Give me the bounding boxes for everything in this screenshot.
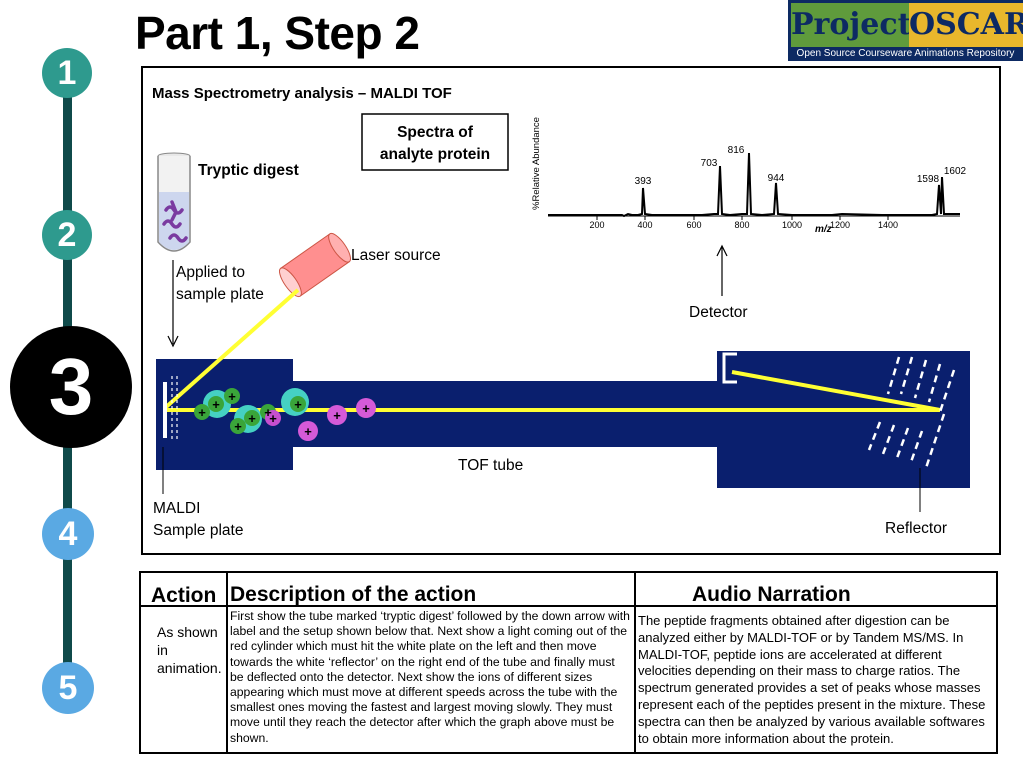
svg-text:+: +: [269, 411, 277, 426]
spectrum-tick: 600: [686, 220, 701, 230]
ion: [230, 418, 246, 434]
description-header: Description of the action: [228, 573, 636, 607]
tryptic-digest-label: Tryptic digest: [198, 162, 299, 179]
audio-header: Audio Narration: [636, 573, 996, 607]
svg-text:+: +: [362, 401, 370, 416]
mass-spectrum: %Relative Abundance 200 400 600 800 1000…: [531, 117, 967, 235]
page-title: Part 1, Step 2: [135, 7, 420, 59]
spectrum-tick: 800: [734, 220, 749, 230]
svg-text:+: +: [333, 408, 341, 423]
spectrum-tick: 400: [637, 220, 652, 230]
detector-arrow-icon: [716, 244, 728, 296]
spectrum-y-label: %Relative Abundance: [531, 117, 542, 210]
svg-text:+: +: [198, 405, 206, 420]
ion-charges: + + + + + + + + + + +: [198, 389, 370, 439]
spectrum-x-label: m/z: [815, 224, 832, 235]
spectra-box: [361, 113, 509, 171]
maldi-label-line2: Sample plate: [153, 522, 243, 539]
peak-label: 703: [701, 158, 718, 169]
laser-source-icon: [279, 232, 351, 298]
test-tube-icon: [157, 152, 191, 252]
laser-beam: [163, 288, 300, 410]
spectra-box-line1: Spectra of: [397, 124, 474, 141]
ion: [224, 388, 240, 404]
peak-label: 944: [768, 173, 785, 184]
ion: [356, 398, 376, 418]
applied-label-line1: Applied to: [176, 264, 245, 281]
ion: [194, 404, 210, 420]
step-1-badge[interactable]: 1: [42, 48, 92, 98]
ions: [194, 388, 376, 441]
action-cell: As shown in animation.: [141, 607, 228, 752]
maldi-diagram: Mass Spectrometry analysis – MALDI TOF S…: [152, 85, 970, 539]
spectrum-tick: 1000: [782, 220, 802, 230]
maldi-diagram-panel: Mass Spectrometry analysis – MALDI TOF S…: [141, 66, 1001, 555]
laser-source-label: Laser source: [351, 247, 441, 264]
ion: [208, 396, 224, 412]
peak-label: 1602: [944, 166, 967, 177]
ion: [327, 405, 347, 425]
svg-text:+: +: [234, 419, 242, 434]
diagram-heading: Mass Spectrometry analysis – MALDI TOF: [152, 85, 452, 102]
step-5-badge[interactable]: 5: [42, 662, 94, 714]
action-header: Action: [141, 573, 228, 607]
svg-text:+: +: [264, 405, 272, 420]
spectra-box-line2: analyte protein: [380, 146, 490, 163]
ion: [298, 421, 318, 441]
svg-text:+: +: [304, 424, 312, 439]
tof-tube-label: TOF tube: [458, 457, 523, 474]
svg-text:+: +: [228, 389, 236, 404]
reflected-beam: [731, 370, 941, 412]
reflector-label: Reflector: [885, 520, 947, 537]
svg-text:+: +: [212, 397, 220, 412]
ion: [244, 410, 260, 426]
spectrum-tick: 1200: [830, 220, 850, 230]
detector-label: Detector: [689, 304, 748, 321]
logo-tagline: Open Source Courseware Animations Reposi…: [796, 48, 1015, 59]
applied-label-line2: sample plate: [176, 286, 264, 303]
svg-text:+: +: [294, 397, 302, 412]
spectrum-tick: 200: [589, 220, 604, 230]
logo-word-oscar: OSCAR: [909, 3, 1023, 47]
maldi-label-line1: MALDI: [153, 500, 200, 517]
detector-bracket: [722, 352, 737, 384]
svg-text:+: +: [248, 411, 256, 426]
maldi-sample-plate: [163, 382, 167, 438]
description-cell: First show the tube marked ‘tryptic dige…: [228, 607, 636, 752]
logo-word-project: Project: [791, 3, 911, 47]
peak-label: 1598: [917, 174, 940, 185]
project-oscar-logo: Project OSCAR Open Source Courseware Ani…: [788, 0, 1023, 61]
storyboard-table: Action Description of the action Audio N…: [139, 571, 998, 754]
audio-narration-cell: The peptide fragments obtained after dig…: [638, 613, 986, 746]
step-2-badge[interactable]: 2: [42, 210, 92, 260]
peak-label: 393: [635, 176, 652, 187]
ion: [265, 410, 281, 426]
step-4-badge[interactable]: 4: [42, 508, 94, 560]
step-3-badge-current[interactable]: 3: [10, 326, 132, 448]
peak-label: 816: [728, 145, 745, 156]
spectrum-tick: 1400: [878, 220, 898, 230]
down-arrow-icon: [167, 260, 179, 348]
ion: [290, 396, 306, 412]
reflector-lines: [867, 356, 956, 469]
